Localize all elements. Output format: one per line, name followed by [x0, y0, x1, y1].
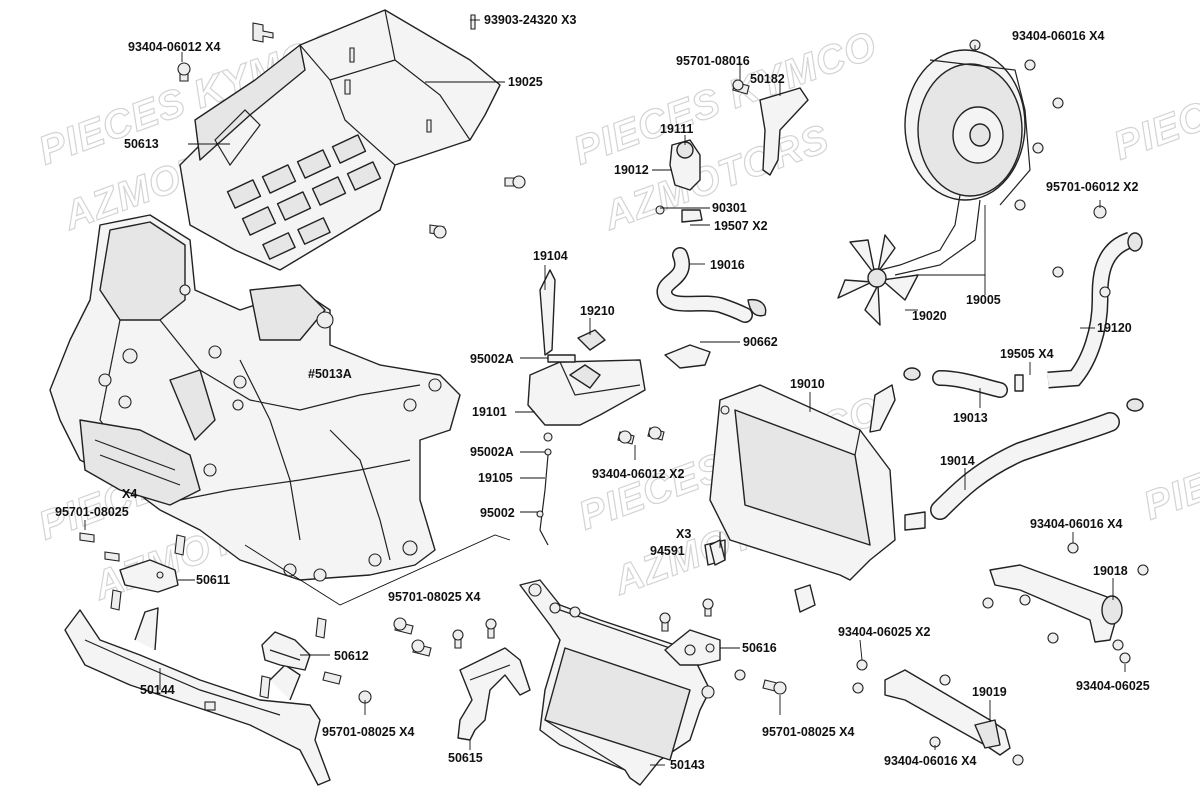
label-50611: 50611 — [196, 573, 230, 587]
label-x4: X4 — [122, 487, 137, 501]
frame-bolts — [98, 284, 442, 582]
pipe-19120 — [1047, 231, 1143, 389]
label-19105: 19105 — [478, 471, 513, 485]
label-90301: 90301 — [712, 201, 747, 215]
label-50616: 50616 — [742, 641, 777, 655]
watermark-pieces-kymco-6: PIECES KYMCO — [1138, 378, 1200, 528]
bracket-19018 — [982, 542, 1149, 664]
label-19507-x2: 19507 X2 — [714, 219, 768, 233]
hose-19014 — [930, 398, 1144, 520]
label-93404-06025-x2: 93404-06025 X2 — [838, 625, 930, 639]
label-19111: 19111 — [660, 122, 693, 136]
label-19014: 19014 — [940, 454, 975, 468]
label-50143: 50143 — [670, 758, 705, 772]
label-95002a-1: 95002A — [470, 352, 514, 366]
bracket-19019 — [852, 659, 1024, 766]
fan-bolts — [969, 39, 1107, 219]
bracket-50615 — [457, 647, 531, 741]
label-95701-08025-x4-a: 95701-08025 X4 — [388, 590, 480, 604]
label-93404-06016-x4-b: 93404-06016 X4 — [884, 754, 976, 768]
label-19018: 19018 — [1093, 564, 1128, 578]
label-50615: 50615 — [448, 751, 483, 765]
tray-grid — [226, 134, 382, 260]
radiator-bracket-50143 — [519, 579, 715, 786]
label-95002a-2: 95002A — [470, 445, 514, 459]
label-19210: 19210 — [580, 304, 615, 318]
label-19013: 19013 — [953, 411, 988, 425]
fan-shroud-19005 — [879, 39, 1107, 276]
label-93404-06025: 93404-06025 — [1076, 679, 1150, 693]
label-95701-08025: 95701-08025 — [55, 505, 129, 519]
clamp-90662 — [664, 344, 711, 369]
thermostat-19111 — [655, 139, 703, 223]
label-94591: 94591 — [650, 544, 685, 558]
bracket-50611 — [79, 532, 186, 611]
bracket-50612 — [261, 617, 497, 704]
overflow-hose-19105 — [536, 448, 552, 546]
label-50144: 50144 — [140, 683, 175, 697]
leader-lines — [84, 19, 1126, 766]
label-19019: 19019 — [972, 685, 1007, 699]
label-95701-08025-x4-c: 95701-08025 X4 — [762, 725, 854, 739]
label-95002: 95002 — [480, 506, 515, 520]
bracket-19018-bolts — [982, 542, 1149, 664]
tray-bolts — [177, 14, 526, 239]
engine-mount-cluster — [79, 419, 201, 506]
radiator-19010 — [704, 384, 926, 613]
label-50613: 50613 — [124, 137, 159, 151]
label-90662: 90662 — [743, 335, 778, 349]
label-19025: 19025 — [508, 75, 543, 89]
label-19120: 19120 — [1097, 321, 1132, 335]
label-95701-06012-x2: 95701-06012 X2 — [1046, 180, 1138, 194]
label-50612: 50612 — [334, 649, 369, 663]
clamp-94591 — [709, 539, 726, 566]
label-19012: 19012 — [614, 163, 649, 177]
label-93903-24320-x3: 93903-24320 X3 — [484, 13, 576, 27]
bracket-50616 — [659, 598, 787, 695]
battery-tray-19025 — [177, 9, 526, 271]
fan-blade-19020 — [837, 234, 919, 326]
part-labels: 19025 50613 93404-06012 X4 93903-24320 X… — [55, 13, 1150, 772]
label-93404-06016-x4-r: 93404-06016 X4 — [1030, 517, 1122, 531]
label-93404-06016-x4-top: 93404-06016 X4 — [1012, 29, 1104, 43]
label-93404-06012-x4: 93404-06012 X4 — [128, 40, 220, 54]
label-19020: 19020 — [912, 309, 947, 323]
bracket-50182 — [732, 79, 809, 176]
label-5013a: #5013A — [308, 367, 352, 381]
watermark-pieces-kymco-3: PIECES KYMCO — [1108, 18, 1200, 168]
reservoir-19101 — [527, 269, 665, 445]
hose-19016 — [656, 247, 767, 323]
label-19505-x4: 19505 X4 — [1000, 347, 1054, 361]
label-19101: 19101 — [472, 405, 507, 419]
label-50182: 50182 — [750, 72, 785, 86]
label-19016: 19016 — [710, 258, 745, 272]
hose-19013 — [903, 367, 1024, 398]
label-19010: 19010 — [790, 377, 825, 391]
label-x3: X3 — [676, 527, 691, 541]
frame-crossmember-50144 — [64, 607, 331, 786]
main-frame-5013a — [49, 214, 461, 582]
label-19005: 19005 — [966, 293, 1001, 307]
bracket-19019-bolts — [852, 659, 1024, 766]
label-95701-08025-x4-b: 95701-08025 X4 — [322, 725, 414, 739]
label-19104: 19104 — [533, 249, 568, 263]
label-93404-06012-x2: 93404-06012 X2 — [592, 467, 684, 481]
label-95701-08016: 95701-08016 — [676, 54, 750, 68]
